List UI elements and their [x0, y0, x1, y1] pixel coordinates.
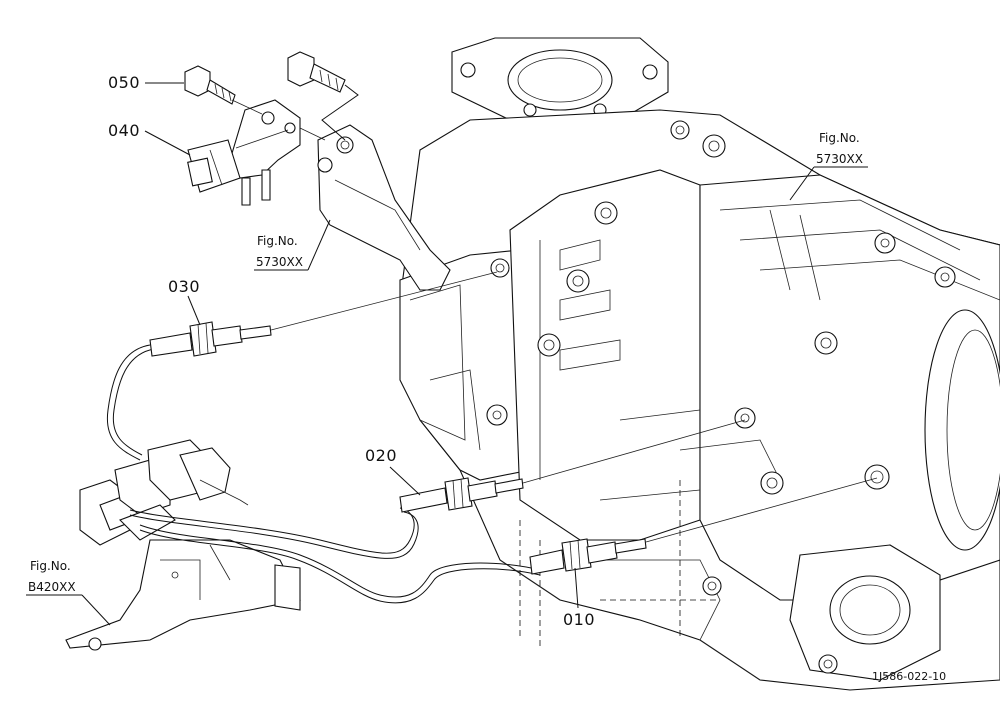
label-030: 030	[168, 277, 200, 296]
figref-top-right-code: 5730XX	[816, 152, 863, 166]
assembly-lines	[231, 99, 878, 543]
bolt-050	[184, 65, 236, 105]
label-020: 020	[365, 446, 397, 465]
part-labels: 050 040 030 020 010	[108, 73, 595, 629]
engine-housing	[399, 37, 1000, 691]
pressure-sensor-040	[187, 99, 301, 206]
figref-bottom-left-label: Fig.No.	[30, 559, 71, 573]
figref-top-right-label: Fig.No.	[819, 131, 860, 145]
figref-bottom-left-code: B420XX	[28, 580, 76, 594]
housing-bolts	[486, 120, 956, 674]
label-040: 040	[108, 121, 140, 140]
temp-sensor-030	[149, 321, 272, 357]
temp-sensor-020	[399, 477, 524, 513]
harness-connectors	[79, 439, 249, 546]
sensor-cables	[106, 344, 541, 604]
figure-references: Fig.No. 5730XX Fig.No. 5730XX Fig.No. B4…	[26, 131, 868, 626]
label-010: 010	[563, 610, 595, 629]
figref-mid-left-label: Fig.No.	[257, 234, 298, 248]
drawing-code: 1J586-022-10	[872, 670, 946, 683]
mounting-plate	[65, 539, 301, 651]
temp-sensor-010	[529, 538, 647, 575]
figref-mid-left-code: 5730XX	[256, 255, 303, 269]
mounting-bracket	[317, 124, 451, 291]
label-050: 050	[108, 73, 140, 92]
upper-bolt	[287, 51, 359, 141]
